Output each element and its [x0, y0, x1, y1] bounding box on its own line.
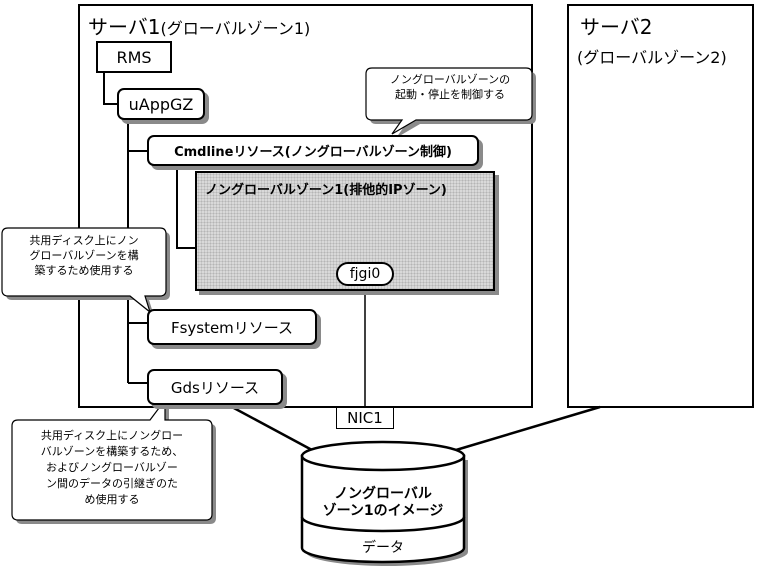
rms-label: RMS — [116, 47, 152, 67]
disk-data-label: データ — [362, 540, 404, 556]
rms-node: RMS — [96, 41, 172, 73]
server1-to-disk-line — [231, 405, 313, 452]
server2-frame — [567, 4, 754, 408]
cmdline-label: Cmdlineリソース(ノングローバルゾーン制御) — [174, 145, 452, 160]
callout-gds-line-3: およびノングローバルゾー — [46, 461, 178, 474]
cmdline-to-zone-line — [176, 165, 195, 249]
callout-gds-shape — [11, 398, 216, 524]
callout-fsystem-line-2: グローバルゾーンを構 — [29, 249, 139, 262]
callout-ngz-control-shape — [365, 67, 536, 138]
server2-subtitle: (グローバルゾーン2) — [577, 48, 727, 67]
callout-gds-line-4: ン間のデータの引継ぎのた — [46, 477, 178, 490]
server1-title-text: サーバ1 — [88, 15, 161, 39]
callout-gds-line-5: め使用する — [84, 493, 140, 506]
callout-gds-line-2: バルゾーンを構築するため、 — [40, 445, 184, 458]
fsystem-resource-node: Fsystemリソース — [147, 309, 317, 345]
disk-image-label-line-1: ノングローバル — [334, 486, 432, 502]
shared-disk-shape — [300, 440, 468, 566]
callout-fsystem-shape — [1, 227, 170, 316]
server1-subtitle: (グローバルゾーン1) — [160, 19, 311, 38]
gds-label: Gdsリソース — [170, 378, 260, 397]
callout-fsystem: 共用ディスク上にノン グローバルゾーンを構 築するため使用する — [4, 233, 164, 278]
callout-ngz-control-line-2: 起動・停止を制御する — [395, 88, 505, 101]
rms-to-uappgz-line — [103, 73, 117, 105]
callout-fsystem-line-3: 築するため使用する — [34, 264, 134, 277]
gds-resource-node: Gdsリソース — [147, 369, 283, 405]
callout-ngz-control: ノングローバルゾーンの 起動・停止を制御する — [368, 72, 532, 102]
uappgz-label: uAppGZ — [128, 94, 194, 114]
disk-image-label: ノングローバル ゾーン1のイメージ — [306, 486, 460, 520]
nic1-port: NIC1 — [336, 407, 394, 429]
server2-title: サーバ2 — [580, 15, 653, 39]
fjgi0-label: fjgi0 — [349, 266, 381, 282]
callout-ngz-control-line-1: ノングローバルゾーンの — [389, 73, 511, 86]
callout-gds: 共用ディスク上にノングロー バルゾーンを構築するため、 およびノングローバルゾー… — [14, 428, 210, 508]
uappgz-node: uAppGZ — [117, 88, 205, 120]
cmdline-resource-node: Cmdlineリソース(ノングローバルゾーン制御) — [147, 135, 479, 166]
disk-image-label-line-2: ゾーン1のイメージ — [322, 503, 444, 519]
callout-gds-line-1: 共用ディスク上にノングロー — [40, 429, 184, 442]
server2-to-disk-line — [455, 405, 601, 452]
fsystem-label: Fsystemリソース — [170, 318, 294, 337]
fjgi0-interface: fjgi0 — [336, 262, 394, 286]
nic1-label: NIC1 — [347, 409, 383, 427]
non-global-zone-label: ノングローバルゾーン1(排他的IPゾーン) — [205, 183, 447, 198]
server1-title: サーバ1(グローバルゾーン1) — [88, 11, 310, 40]
callout-fsystem-line-1: 共用ディスク上にノン — [29, 234, 139, 247]
